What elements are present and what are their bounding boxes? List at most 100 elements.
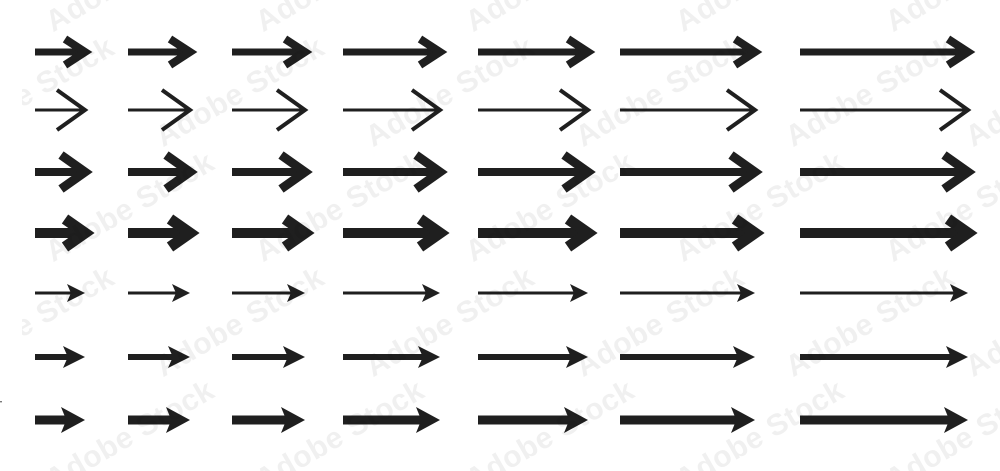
arrow-head-chevron <box>58 151 93 193</box>
arrow-icon <box>327 70 456 150</box>
arrow-icon <box>19 380 101 460</box>
arrow-icon <box>19 253 101 333</box>
arrow-head-triangle <box>950 284 968 302</box>
arrow-head-triangle <box>287 284 305 302</box>
arrow-icon <box>112 253 206 333</box>
arrow-head-chevron <box>160 88 194 132</box>
arrow-icon <box>327 193 456 273</box>
arrow-icon <box>784 193 984 273</box>
arrow-icon <box>462 380 604 460</box>
arrow-head-chevron <box>941 151 976 193</box>
arrow-icon <box>19 12 101 92</box>
arrow-head-chevron <box>728 151 763 193</box>
arrow-icon <box>19 132 101 212</box>
watermark-sidebar: Adobe Stock | #184381598 6 <box>0 0 22 471</box>
arrow-head-chevron <box>281 214 315 252</box>
arrow-icon <box>327 132 456 212</box>
arrow-icon <box>112 317 206 397</box>
arrow-icon <box>784 317 984 397</box>
arrow-icon <box>19 193 101 273</box>
arrow-icon <box>604 132 771 212</box>
arrow-icon <box>19 70 101 150</box>
arrow-head-chevron <box>282 35 313 69</box>
arrow-head-triangle <box>570 284 588 302</box>
arrow-head-triangle <box>944 407 968 433</box>
arrow-icon <box>112 132 206 212</box>
arrow-icon <box>327 380 456 460</box>
arrow-icon <box>216 380 321 460</box>
arrow-head-chevron <box>278 151 313 193</box>
arrow-head-chevron <box>416 214 450 252</box>
arrow-head-triangle <box>946 346 968 368</box>
arrow-head-triangle <box>63 346 85 368</box>
arrow-head-chevron <box>62 35 93 69</box>
arrow-head-triangle <box>166 407 190 433</box>
arrow-head-triangle <box>422 284 440 302</box>
arrow-head-triangle <box>733 346 755 368</box>
arrow-icon <box>462 317 604 397</box>
arrow-head-triangle <box>564 407 588 433</box>
arrow-icon <box>604 380 771 460</box>
arrow-icon <box>327 253 456 333</box>
arrow-head-triangle <box>172 284 190 302</box>
arrow-head-chevron <box>166 214 200 252</box>
arrow-head-chevron <box>732 35 763 69</box>
arrow-icon <box>462 12 604 92</box>
arrow-icon <box>784 12 984 92</box>
arrow-icon <box>216 12 321 92</box>
arrow-head-chevron <box>565 35 596 69</box>
arrow-icon <box>604 193 771 273</box>
arrow-head-triangle <box>416 407 440 433</box>
arrow-icon <box>112 380 206 460</box>
arrow-head-chevron <box>167 35 198 69</box>
arrow-head-chevron <box>413 151 448 193</box>
arrow-head-chevron <box>417 35 448 69</box>
arrow-icon <box>462 193 604 273</box>
arrow-head-chevron <box>725 88 759 132</box>
arrow-icon <box>604 70 771 150</box>
arrow-icon <box>216 193 321 273</box>
arrow-icon <box>784 253 984 333</box>
arrow-icon <box>784 132 984 212</box>
arrow-head-chevron <box>731 214 765 252</box>
arrow-head-chevron <box>61 214 95 252</box>
arrow-icon <box>462 70 604 150</box>
arrow-icon <box>462 132 604 212</box>
arrow-icon <box>216 70 321 150</box>
arrow-head-chevron <box>944 214 978 252</box>
arrow-head-triangle <box>731 407 755 433</box>
arrow-icon <box>112 12 206 92</box>
arrow-icon <box>604 253 771 333</box>
arrow-icon <box>784 380 984 460</box>
arrow-icon <box>604 317 771 397</box>
arrow-icon <box>216 253 321 333</box>
arrow-head-triangle <box>283 346 305 368</box>
arrow-head-chevron <box>275 88 309 132</box>
arrow-icon <box>604 12 771 92</box>
arrow-head-chevron <box>938 88 972 132</box>
arrow-head-triangle <box>67 284 85 302</box>
arrow-icon <box>327 12 456 92</box>
arrow-head-chevron <box>561 151 596 193</box>
arrow-icon <box>216 132 321 212</box>
arrow-head-chevron <box>564 214 598 252</box>
watermark-sidebar-bar <box>0 0 22 471</box>
arrow-head-triangle <box>281 407 305 433</box>
watermark-attribution-text: Adobe Stock | #184381598 6 <box>0 334 3 467</box>
arrow-head-triangle <box>737 284 755 302</box>
arrow-head-triangle <box>168 346 190 368</box>
arrow-head-chevron <box>410 88 444 132</box>
arrow-icon <box>216 317 321 397</box>
arrow-head-chevron <box>55 88 89 132</box>
arrow-head-chevron <box>945 35 976 69</box>
arrow-icon <box>462 253 604 333</box>
arrow-head-chevron <box>558 88 592 132</box>
arrow-head-chevron <box>163 151 198 193</box>
arrow-head-triangle <box>61 407 85 433</box>
arrow-head-triangle <box>566 346 588 368</box>
arrow-icon <box>112 70 206 150</box>
arrow-icon <box>784 70 984 150</box>
arrow-icon <box>327 317 456 397</box>
